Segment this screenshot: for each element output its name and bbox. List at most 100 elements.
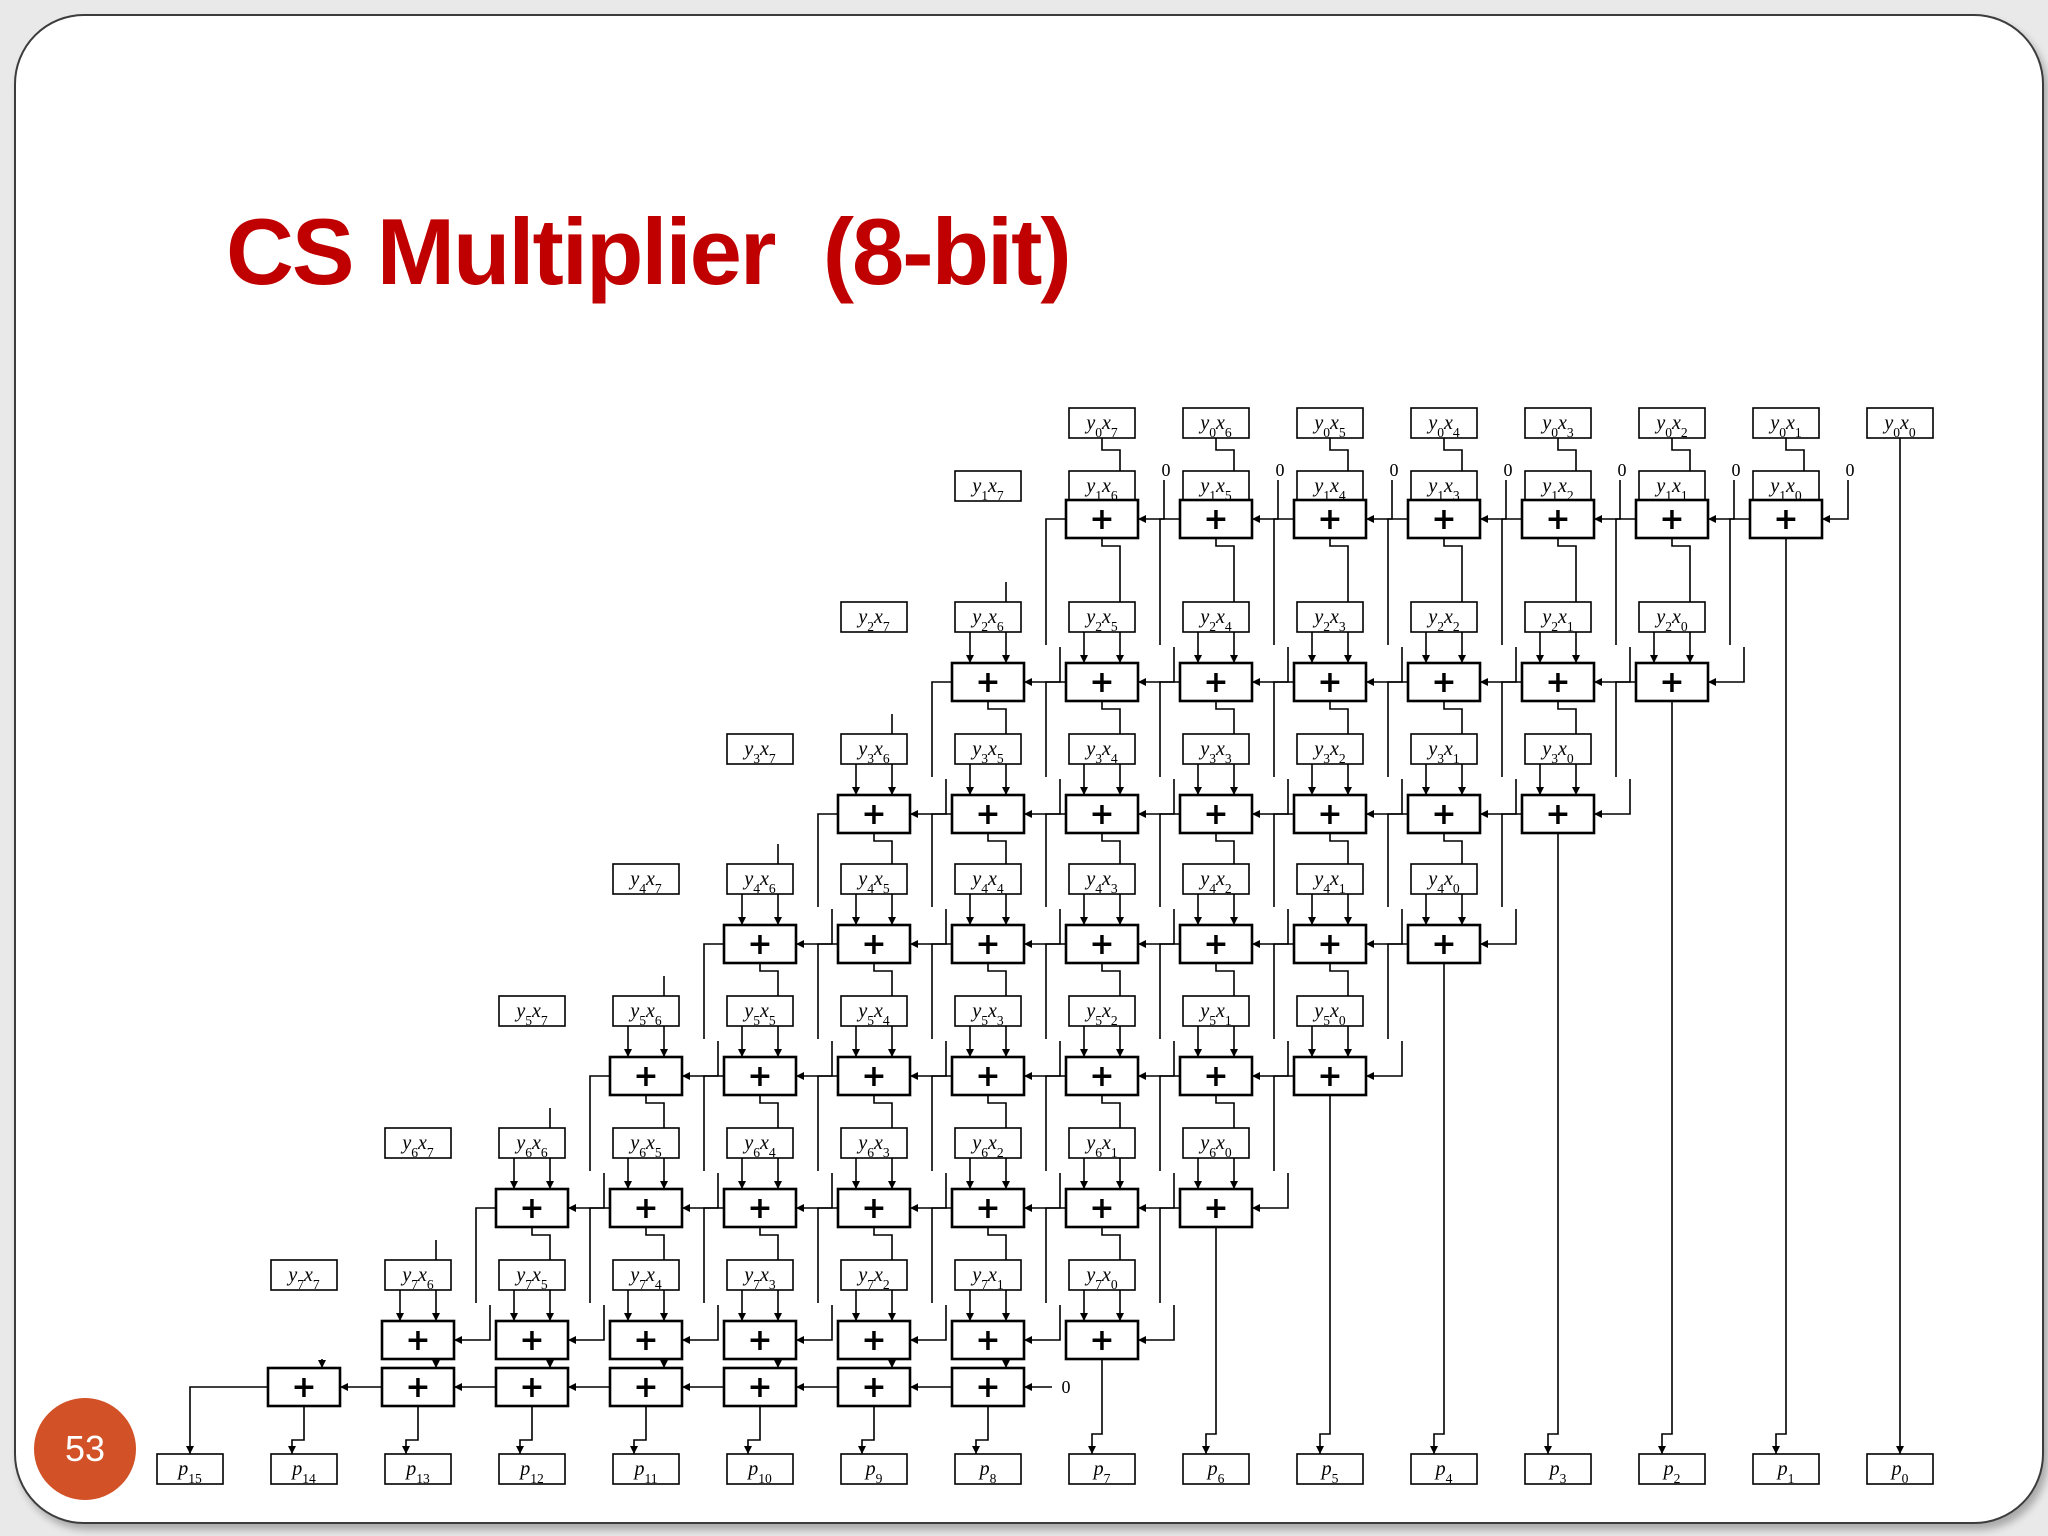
- cpa-zero-input: 0: [1062, 1377, 1071, 1397]
- partial-product-y4x1: y4x1: [1296, 863, 1364, 896]
- partial-product-label: y3x7: [742, 738, 776, 766]
- partial-product-y6x4: y6x4: [726, 1127, 794, 1160]
- product-p8: p8: [954, 1453, 1022, 1486]
- partial-product-label: y3x1: [1426, 738, 1459, 766]
- svg-text:+: +: [1431, 665, 1456, 700]
- partial-product-label: y6x2: [970, 1132, 1004, 1160]
- svg-text:+: +: [1431, 502, 1456, 537]
- product-label: p12: [518, 1458, 544, 1486]
- partial-product-label: y2x7: [856, 606, 890, 634]
- svg-text:+: +: [633, 1323, 658, 1358]
- svg-text:+: +: [1317, 1059, 1342, 1094]
- cpa-adder-c9: +: [836, 1366, 912, 1408]
- product-label: p9: [864, 1458, 883, 1486]
- partial-product-label: y5x3: [970, 1000, 1004, 1028]
- adder-r2-c3: +: [1520, 661, 1596, 703]
- partial-product-y5x1: y5x1: [1182, 995, 1250, 1028]
- adder-r7-c13: +: [380, 1319, 456, 1361]
- partial-product-y3x1: y3x1: [1410, 733, 1478, 766]
- product-label: p13: [404, 1458, 430, 1486]
- adder-r4-c4: +: [1406, 923, 1482, 965]
- partial-product-label: y0x2: [1654, 412, 1688, 440]
- partial-product-y5x2: y5x2: [1068, 995, 1136, 1028]
- adder-r4-c8: +: [950, 923, 1026, 965]
- partial-product-label: y1x3: [1426, 475, 1460, 503]
- svg-text:+: +: [1317, 927, 1342, 962]
- partial-product-y6x3: y6x3: [840, 1127, 908, 1160]
- adder-r6-c8: +: [950, 1187, 1026, 1229]
- partial-product-y2x4: y2x4: [1182, 601, 1250, 634]
- partial-product-label: y5x1: [1198, 1000, 1231, 1028]
- adder-r6-c10: +: [722, 1187, 798, 1229]
- partial-product-y1x1: y1x1: [1638, 470, 1706, 503]
- product-label: p14: [290, 1458, 316, 1486]
- partial-product-y3x2: y3x2: [1296, 733, 1364, 766]
- adder-r5-c8: +: [950, 1055, 1026, 1097]
- partial-product-y0x2: y0x2: [1638, 407, 1706, 440]
- adder-r6-c9: +: [836, 1187, 912, 1229]
- partial-product-label: y0x3: [1540, 412, 1574, 440]
- product-p6: p6: [1182, 1453, 1250, 1486]
- adder-r7-c11: +: [608, 1319, 684, 1361]
- partial-product-y1x7: y1x7: [954, 470, 1022, 503]
- svg-text:+: +: [633, 1370, 658, 1405]
- partial-product-label: y5x0: [1312, 1000, 1346, 1028]
- svg-text:+: +: [1545, 502, 1570, 537]
- product-p15: p15: [156, 1453, 224, 1486]
- partial-product-y7x1: y7x1: [954, 1259, 1022, 1292]
- adder-r2-c6: +: [1178, 661, 1254, 703]
- partial-product-y5x0: y5x0: [1296, 995, 1364, 1028]
- partial-product-label: y2x3: [1312, 606, 1346, 634]
- product-label: p2: [1662, 1458, 1681, 1486]
- partial-product-y1x2: y1x2: [1524, 470, 1592, 503]
- partial-product-label: y3x0: [1540, 738, 1574, 766]
- partial-product-label: y7x4: [628, 1264, 662, 1292]
- svg-text:+: +: [1203, 927, 1228, 962]
- zero-input: 0: [1846, 460, 1855, 480]
- partial-product-label: y2x4: [1198, 606, 1232, 634]
- partial-product-y4x3: y4x3: [1068, 863, 1136, 896]
- svg-text:+: +: [1545, 665, 1570, 700]
- partial-product-y0x5: y0x5: [1296, 407, 1364, 440]
- partial-product-y5x4: y5x4: [840, 995, 908, 1028]
- svg-text:+: +: [633, 1059, 658, 1094]
- product-p7: p7: [1068, 1453, 1136, 1486]
- adder-r5-c9: +: [836, 1055, 912, 1097]
- svg-text:+: +: [519, 1323, 544, 1358]
- partial-product-y4x2: y4x2: [1182, 863, 1250, 896]
- partial-product-y3x6: y3x6: [840, 733, 908, 766]
- partial-product-label: y6x3: [856, 1132, 890, 1160]
- partial-product-label: y3x5: [970, 738, 1004, 766]
- adder-r5-c11: +: [608, 1055, 684, 1097]
- partial-product-label: y1x0: [1768, 475, 1802, 503]
- svg-text:+: +: [1317, 502, 1342, 537]
- cpa-adder-c13: +: [380, 1366, 456, 1408]
- svg-text:+: +: [747, 1370, 772, 1405]
- partial-product-label: y4x5: [856, 868, 890, 896]
- adder-r1-c4: +: [1406, 498, 1482, 540]
- svg-text:+: +: [747, 1191, 772, 1226]
- partial-product-label: y4x6: [742, 868, 776, 896]
- adder-r3-c5: +: [1292, 793, 1368, 835]
- svg-text:+: +: [291, 1370, 316, 1405]
- svg-text:+: +: [1203, 502, 1228, 537]
- partial-product-y3x0: y3x0: [1524, 733, 1592, 766]
- product-label: p7: [1092, 1458, 1111, 1486]
- svg-text:+: +: [519, 1370, 544, 1405]
- svg-text:+: +: [1317, 797, 1342, 832]
- partial-product-label: y4x2: [1198, 868, 1232, 896]
- svg-text:+: +: [405, 1323, 430, 1358]
- adder-r4-c9: +: [836, 923, 912, 965]
- svg-text:+: +: [861, 1191, 886, 1226]
- adder-r1-c1: +: [1748, 498, 1824, 540]
- adder-r4-c10: +: [722, 923, 798, 965]
- svg-text:+: +: [975, 1370, 1000, 1405]
- partial-product-label: y5x7: [514, 1000, 548, 1028]
- partial-product-label: y4x4: [970, 868, 1004, 896]
- product-p1: p1: [1752, 1453, 1820, 1486]
- partial-product-label: y1x2: [1540, 475, 1574, 503]
- zero-input: 0: [1732, 460, 1741, 480]
- partial-product-label: y4x1: [1312, 868, 1345, 896]
- partial-product-label: y5x5: [742, 1000, 776, 1028]
